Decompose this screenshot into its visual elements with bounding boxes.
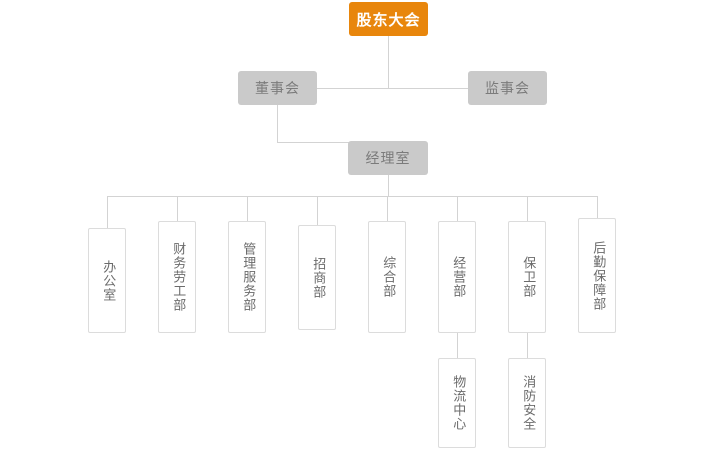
- node-department-investment[interactable]: 招商部: [298, 225, 336, 330]
- connector-directors-down: [277, 105, 278, 142]
- node-department-management-service[interactable]: 管理服务部: [228, 221, 266, 333]
- connector-level2-bus: [277, 88, 489, 89]
- node-board-of-directors[interactable]: 董事会: [238, 71, 317, 105]
- connector-department-bus: [107, 196, 598, 197]
- connector-operations-to-logistics-center: [457, 333, 458, 358]
- connector-security-to-fire-safety: [527, 333, 528, 358]
- connector-drop-dept-5: [387, 196, 388, 221]
- connector-drop-dept-7: [527, 196, 528, 221]
- connector-directors-to-manager: [277, 142, 388, 143]
- node-department-investment-label: 招商部: [310, 256, 326, 299]
- connector-manager-down: [388, 175, 389, 196]
- connector-drop-dept-8: [597, 196, 598, 218]
- node-department-general-affairs[interactable]: 综合部: [368, 221, 406, 333]
- node-manager-office[interactable]: 经理室: [348, 141, 428, 175]
- node-department-office[interactable]: 办公室: [88, 228, 126, 333]
- node-subdepartment-fire-safety-label: 消防安全: [520, 375, 536, 431]
- node-department-security[interactable]: 保卫部: [508, 221, 546, 333]
- node-department-operations-label: 经营部: [450, 256, 466, 298]
- node-department-operations[interactable]: 经营部: [438, 221, 476, 333]
- node-subdepartment-logistics-center-label: 物流中心: [450, 375, 466, 431]
- node-department-general-affairs-label: 综合部: [380, 256, 396, 298]
- connector-drop-dept-4: [317, 196, 318, 225]
- node-department-finance-labor[interactable]: 财务劳工部: [158, 221, 196, 333]
- connector-drop-dept-2: [177, 196, 178, 221]
- connector-root-down: [388, 36, 389, 88]
- node-department-logistics-support-label: 后勤保障部: [590, 240, 606, 311]
- node-board-of-supervisors[interactable]: 监事会: [468, 71, 547, 105]
- connector-drop-dept-3: [247, 196, 248, 221]
- node-department-management-service-label: 管理服务部: [240, 242, 256, 312]
- node-shareholders-meeting[interactable]: 股东大会: [349, 2, 428, 36]
- node-department-office-label: 办公室: [100, 259, 116, 302]
- connector-drop-dept-1: [107, 196, 108, 228]
- node-department-finance-labor-label: 财务劳工部: [170, 242, 186, 312]
- connector-drop-dept-6: [457, 196, 458, 221]
- node-subdepartment-fire-safety[interactable]: 消防安全: [508, 358, 546, 448]
- node-department-logistics-support[interactable]: 后勤保障部: [578, 218, 616, 333]
- node-subdepartment-logistics-center[interactable]: 物流中心: [438, 358, 476, 448]
- node-department-security-label: 保卫部: [520, 256, 536, 298]
